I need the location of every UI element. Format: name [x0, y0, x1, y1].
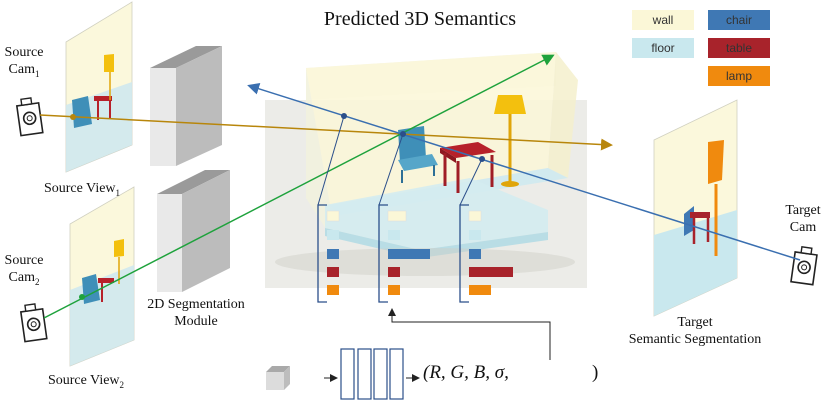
room-render — [265, 52, 587, 288]
mlp-output-formula: (R, G, B, σ, — [423, 362, 509, 383]
legend-table: table — [708, 38, 770, 58]
target-cam-label: Target Cam — [785, 203, 821, 235]
source-ray-2 — [43, 54, 555, 319]
legend-lamp: lamp — [708, 66, 770, 86]
mlp-output-close-paren: ) — [592, 362, 599, 383]
source-view-1-image — [65, 1, 133, 173]
segmentation-module-block-1 — [150, 46, 222, 166]
target-segmentation-image — [653, 99, 738, 317]
legend-chair: chair — [708, 10, 770, 30]
source-view-2-label: Source View2 — [47, 373, 125, 390]
semantic-histogram-3 — [459, 204, 513, 303]
segmentation-module-block-2 — [157, 170, 230, 292]
camera-icon-1 — [15, 97, 44, 137]
source-cam-1-label: Source Cam1 — [4, 45, 44, 79]
semantic-histogram-2 — [378, 204, 430, 303]
camera-icon-2 — [19, 303, 48, 343]
source-view-2-image — [69, 186, 135, 367]
source-ray-1 — [39, 114, 613, 151]
legend-wall: wall — [632, 10, 694, 30]
segmentation-module-label: 2D Segmentation Module — [147, 297, 245, 329]
diagram-title: Predicted 3D Semantics — [323, 8, 517, 30]
mlp-pipeline — [266, 348, 420, 400]
semantic-histogram-1 — [317, 204, 340, 303]
source-cam-2-label: Source Cam2 — [4, 253, 44, 287]
target-segmentation-label: Target Semantic Segmentation — [628, 315, 762, 347]
source-view-1-label: Source View1 — [43, 181, 121, 198]
feedback-arrow — [388, 308, 551, 360]
legend-floor: floor — [632, 38, 694, 58]
target-camera-icon — [790, 246, 818, 286]
